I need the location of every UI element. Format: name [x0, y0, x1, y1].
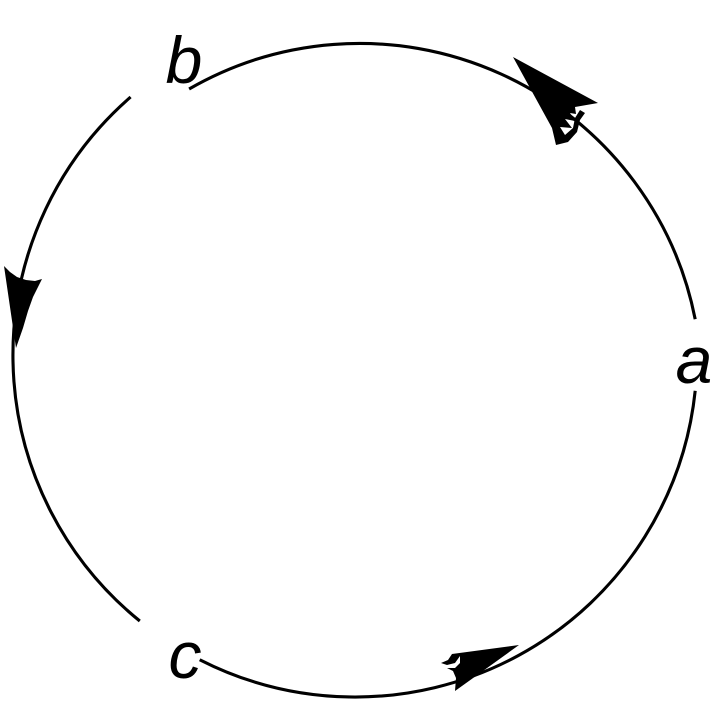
arrowhead-left-icon — [4, 266, 42, 348]
arc-group — [11, 41, 697, 699]
node-label-group: a b c — [166, 23, 713, 692]
node-label-c[interactable]: c — [169, 618, 202, 692]
arc-b-to-c[interactable] — [11, 95, 141, 623]
arc-c-to-a[interactable] — [198, 390, 697, 699]
node-label-b[interactable]: b — [166, 23, 203, 97]
arrowhead-bottom-right-icon — [441, 645, 519, 691]
arc-a-to-b[interactable] — [188, 41, 697, 320]
arrowhead-group — [4, 57, 598, 691]
arrowhead-top-right-icon — [513, 57, 598, 145]
node-label-a[interactable]: a — [676, 323, 713, 397]
